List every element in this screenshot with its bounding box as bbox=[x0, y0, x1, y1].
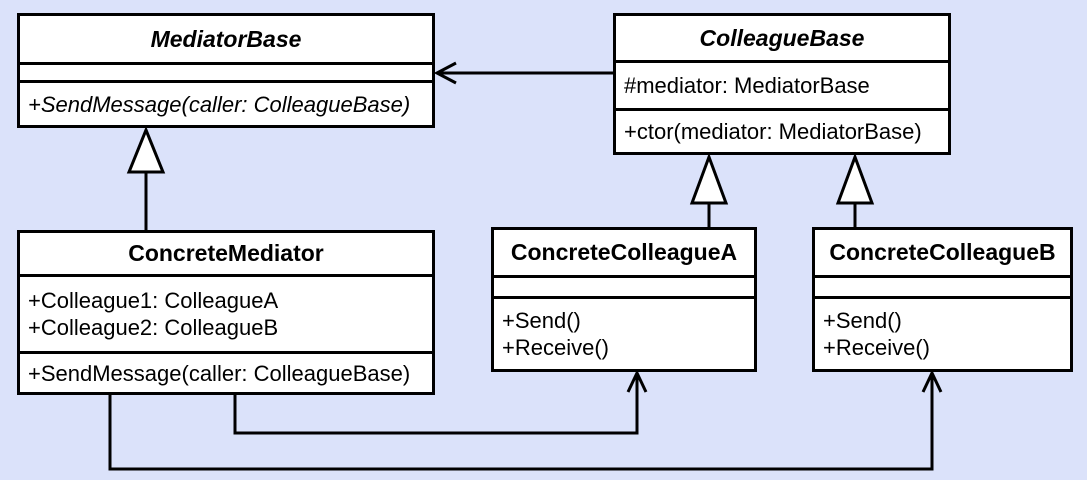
hollow-triangle-icon bbox=[126, 126, 166, 174]
hollow-triangle-icon bbox=[835, 152, 875, 205]
class-concretemediator: ConcreteMediator +Colleague1: ColleagueA… bbox=[17, 230, 435, 395]
class-methods: +Send() +Receive() bbox=[815, 299, 1070, 369]
attribute-item: #mediator: MediatorBase bbox=[624, 73, 870, 98]
class-title: ColleagueBase bbox=[616, 16, 948, 63]
method-item: +Send() bbox=[823, 308, 902, 333]
class-mediatorbase: MediatorBase +SendMessage(caller: Collea… bbox=[17, 13, 435, 128]
method-item: +SendMessage(caller: ColleagueBase) bbox=[28, 360, 411, 386]
class-attributes: #mediator: MediatorBase bbox=[616, 63, 948, 111]
method-item: +SendMessage(caller: ColleagueBase) bbox=[28, 91, 411, 117]
generalization-arrow-concretecolleagueb-to-colleaguebase bbox=[835, 152, 875, 227]
class-attributes-empty bbox=[815, 278, 1070, 299]
class-attributes: +Colleague1: ColleagueA +Colleague2: Col… bbox=[20, 277, 432, 354]
class-title: MediatorBase bbox=[20, 16, 432, 65]
class-title: ConcreteColleagueA bbox=[494, 230, 754, 278]
class-attributes-empty bbox=[20, 65, 432, 83]
class-methods: +SendMessage(caller: ColleagueBase) bbox=[20, 83, 432, 125]
class-methods: +ctor(mediator: MediatorBase) bbox=[616, 111, 948, 152]
class-title: ConcreteColleagueB bbox=[815, 230, 1070, 278]
class-colleaguebase: ColleagueBase #mediator: MediatorBase +c… bbox=[613, 13, 951, 155]
class-methods: +Send() +Receive() bbox=[494, 299, 754, 369]
class-concretecolleagueb: ConcreteColleagueB +Send() +Receive() bbox=[812, 227, 1073, 372]
method-item: +Send() bbox=[502, 308, 581, 333]
method-item: +Receive() bbox=[823, 335, 930, 360]
method-item: +Receive() bbox=[502, 335, 609, 360]
open-arrowhead-icon bbox=[921, 369, 943, 393]
class-title: ConcreteMediator bbox=[20, 233, 432, 277]
class-attributes-empty bbox=[494, 278, 754, 299]
generalization-arrow-concretecolleaguea-to-colleaguebase bbox=[689, 152, 729, 227]
association-arrow-colleaguebase-to-mediatorbase bbox=[433, 61, 613, 85]
method-item: +ctor(mediator: MediatorBase) bbox=[624, 119, 922, 144]
class-concretecolleaguea: ConcreteColleagueA +Send() +Receive() bbox=[491, 227, 757, 372]
generalization-arrow-concretemediator-to-mediatorbase bbox=[126, 126, 166, 230]
hollow-triangle-icon bbox=[689, 152, 729, 205]
open-arrowhead-icon bbox=[433, 61, 457, 85]
attribute-item: +Colleague2: ColleagueB bbox=[28, 315, 279, 340]
attribute-item: +Colleague1: ColleagueA bbox=[28, 288, 279, 313]
open-arrowhead-icon bbox=[626, 369, 648, 393]
class-methods: +SendMessage(caller: ColleagueBase) bbox=[20, 354, 432, 392]
